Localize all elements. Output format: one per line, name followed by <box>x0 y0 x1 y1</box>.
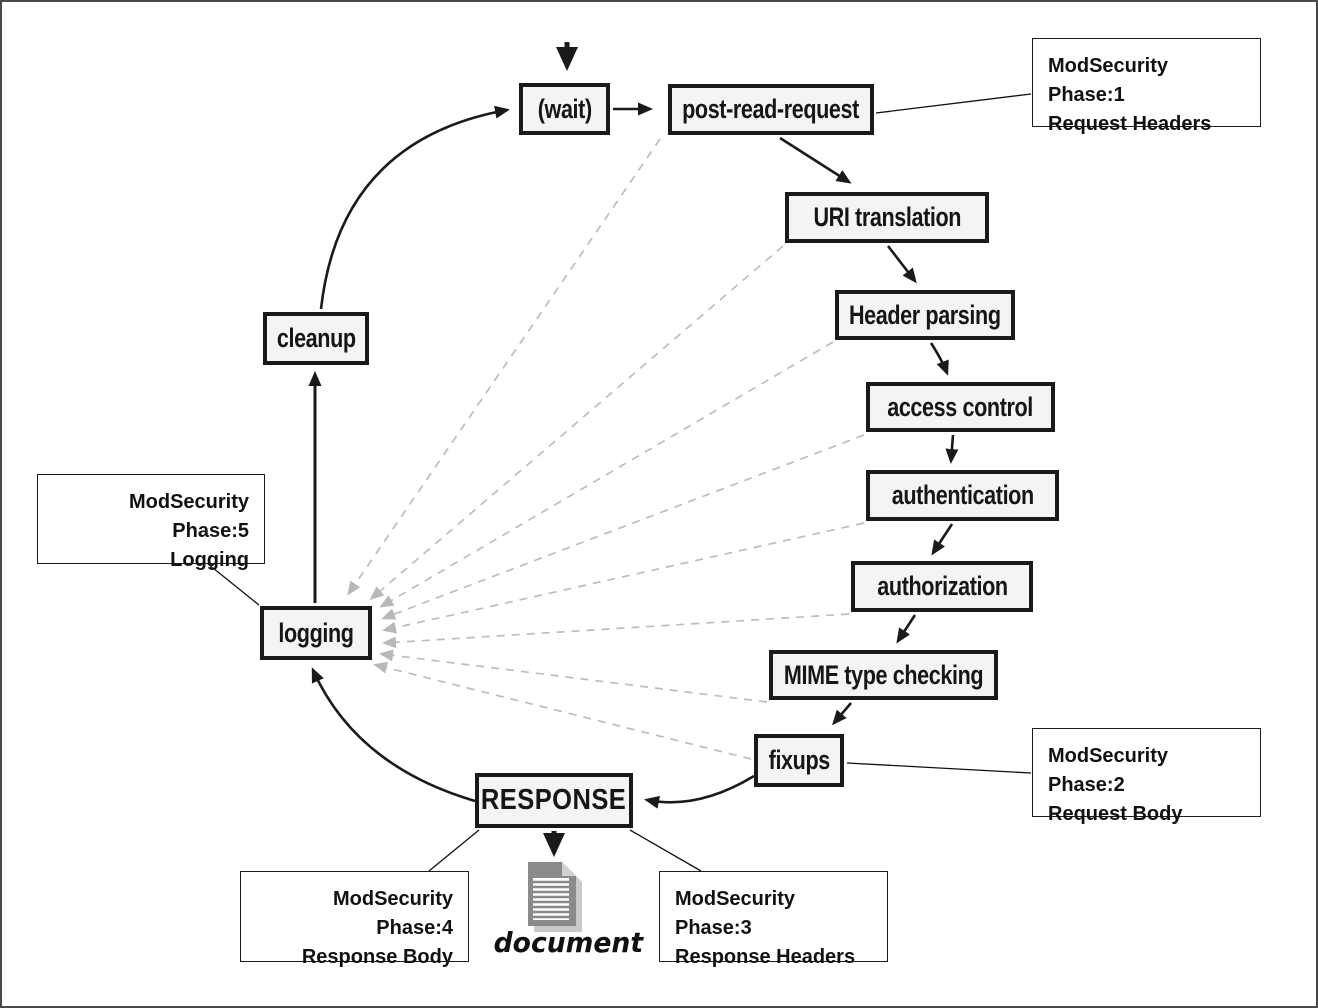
arrow-response-to-logging <box>311 667 476 803</box>
connector-response-to-phase3 <box>629 829 702 872</box>
node-post-read-request: post-read-request <box>668 84 874 135</box>
phase2-line1: ModSecurity Phase:2 <box>1048 745 1169 796</box>
document-icon <box>528 862 582 932</box>
dashed-header-parsing-to-logging <box>379 341 834 608</box>
node-uri-translation: URI translation <box>785 192 989 243</box>
annotation-modsecurity-phase4: ModSecurity Phase:4 Response Body <box>240 871 469 968</box>
connector-post-read-request-to-phase1 <box>875 93 1032 114</box>
arrow-header-parsing-to-access-control <box>929 342 949 376</box>
phase3-line2: Response Headers <box>675 946 856 968</box>
phase5-line2: Logging <box>170 549 249 571</box>
node-response-label: RESPONSE <box>481 784 627 816</box>
annotation-modsecurity-phase3: ModSecurity Phase:3 Response Headers <box>659 871 888 968</box>
node-mime-type-checking: MIME type checking <box>769 650 998 700</box>
dashed-fixups-to-logging <box>373 661 752 760</box>
node-authorization-label: authorization <box>876 571 1008 601</box>
dashed-authentication-to-logging <box>382 522 865 634</box>
connector-response-to-phase4 <box>428 829 480 872</box>
node-access-control: access control <box>866 382 1055 432</box>
node-logging-label: logging <box>278 617 354 648</box>
dashed-authorization-to-logging <box>382 613 850 649</box>
annotation-modsecurity-phase1: ModSecurity Phase:1 Request Headers <box>1032 38 1261 135</box>
node-fixups-label: fixups <box>768 745 830 775</box>
node-post-read-request-label: post-read-request <box>682 94 860 124</box>
phase4-line1: ModSecurity Phase:4 <box>332 888 453 939</box>
annotation-modsecurity-phase5: ModSecurity Phase:5 Logging <box>37 474 265 571</box>
node-cleanup-label: cleanup <box>276 323 356 353</box>
arrow-authorization-to-mime-type-checking <box>896 614 917 644</box>
node-access-control-label: access control <box>887 391 1034 422</box>
arrow-post-read-request-to-uri-translation <box>779 136 852 184</box>
node-wait-label: (wait) <box>537 93 592 124</box>
connector-fixups-to-phase2 <box>846 762 1032 774</box>
node-header-parsing-label: Header parsing <box>849 299 1001 330</box>
phase1-line1: ModSecurity Phase:1 <box>1048 55 1169 106</box>
node-cleanup: cleanup <box>263 312 369 365</box>
dashed-uri-translation-to-logging <box>369 245 784 600</box>
document-label: document <box>493 926 644 959</box>
dashed-mime-type-checking-to-logging <box>379 649 768 703</box>
phase1-line2: Request Headers <box>1048 113 1212 135</box>
arrow-fixups-to-response <box>644 774 755 809</box>
phase2-line2: Request Body <box>1048 803 1183 825</box>
phase3-line1: ModSecurity Phase:3 <box>675 888 796 939</box>
dashed-access-control-to-logging <box>381 434 865 620</box>
arrow-mime-type-checking-to-fixups <box>832 702 852 726</box>
node-authentication: authentication <box>866 470 1059 521</box>
arrow-uri-translation-to-header-parsing <box>886 245 917 284</box>
node-fixups: fixups <box>754 734 844 787</box>
arrow-authentication-to-authorization <box>931 523 954 556</box>
arrow-cleanup-to-wait <box>319 105 510 310</box>
arrow-access-control-to-authentication <box>945 434 959 464</box>
connector-phase5-to-logging <box>207 563 260 606</box>
annotation-modsecurity-phase2: ModSecurity Phase:2 Request Body <box>1032 728 1261 825</box>
dashed-post-read-request-to-logging <box>347 138 661 596</box>
node-authentication-label: authentication <box>891 480 1034 510</box>
node-response: RESPONSE <box>475 773 633 828</box>
phase5-line1: ModSecurity Phase:5 <box>128 491 249 542</box>
node-wait: (wait) <box>519 83 610 135</box>
node-header-parsing: Header parsing <box>835 290 1015 340</box>
node-logging: logging <box>260 606 372 660</box>
node-authorization: authorization <box>851 561 1033 612</box>
node-mime-type-checking-label: MIME type checking <box>783 659 984 690</box>
node-uri-translation-label: URI translation <box>813 202 961 232</box>
phase4-line2: Response Body <box>301 946 453 968</box>
